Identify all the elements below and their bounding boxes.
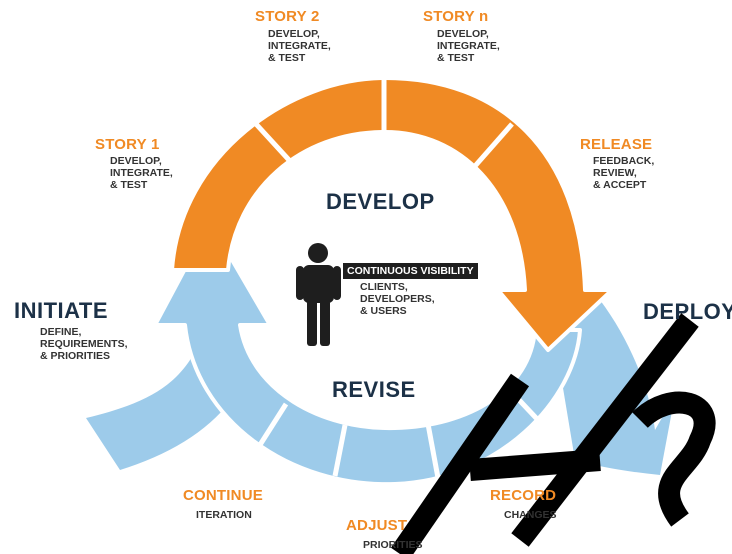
continue-description: ITERATION bbox=[196, 509, 252, 521]
story-2-description: DEVELOP, INTEGRATE, & TEST bbox=[268, 28, 331, 64]
story-2-title: STORY 2 bbox=[255, 8, 320, 25]
story-1-description: DEVELOP, INTEGRATE, & TEST bbox=[110, 155, 173, 191]
story-n-description: DEVELOP, INTEGRATE, & TEST bbox=[437, 28, 500, 64]
record-title: RECORD bbox=[490, 487, 557, 504]
revise-divider-2 bbox=[332, 424, 348, 477]
develop-label: DEVELOP bbox=[326, 189, 435, 214]
deploy-arrow bbox=[555, 300, 675, 475]
person-icon bbox=[296, 243, 341, 346]
develop-ring bbox=[170, 76, 614, 352]
revise-label: REVISE bbox=[332, 377, 416, 402]
story-n-title: STORY n bbox=[423, 8, 489, 25]
adjust-title: ADJUST bbox=[346, 517, 408, 534]
continue-title: CONTINUE bbox=[183, 487, 263, 504]
center-audience-text: CLIENTS, DEVELOPERS, & USERS bbox=[360, 281, 435, 317]
initiate-label: INITIATE bbox=[14, 298, 109, 323]
record-description: CHANGES bbox=[504, 509, 557, 521]
develop-divider-3 bbox=[466, 122, 514, 176]
revise-divider-3 bbox=[425, 423, 441, 479]
release-title: RELEASE bbox=[580, 136, 653, 153]
release-description: FEEDBACK, REVIEW, & ACCEPT bbox=[593, 155, 655, 191]
revise-divider-1 bbox=[255, 402, 289, 450]
story-1-title: STORY 1 bbox=[95, 136, 160, 153]
initiate-description: DEFINE, REQUIREMENTS, & PRIORITIES bbox=[40, 326, 128, 362]
watermark-logo bbox=[390, 313, 716, 554]
continuous-visibility-badge: CONTINUOUS VISIBILITY bbox=[343, 263, 478, 279]
adjust-description: PRIORITIES bbox=[363, 539, 423, 551]
develop-divider-1 bbox=[254, 122, 302, 174]
deploy-label: DEPLOY bbox=[643, 300, 732, 324]
